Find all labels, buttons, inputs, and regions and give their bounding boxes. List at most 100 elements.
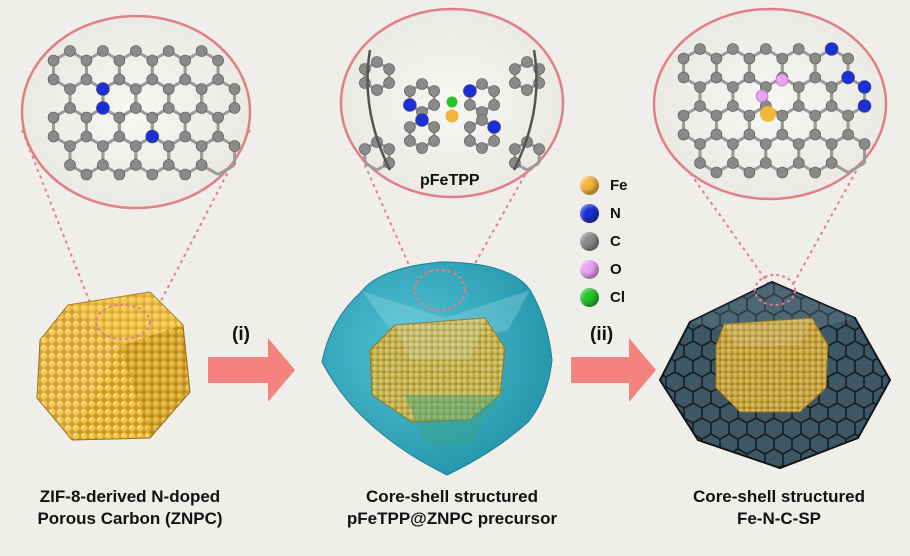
carbon-atom	[776, 128, 789, 141]
carbon-atom	[464, 135, 476, 147]
bond	[217, 163, 236, 176]
carbon-atom	[130, 102, 142, 114]
carbon-atom	[509, 143, 521, 155]
carbon-atom	[195, 102, 208, 114]
legend-label-fe: Fe	[610, 176, 628, 194]
carbon-atom	[383, 63, 395, 75]
carbon-atom	[509, 63, 521, 75]
legend-label-cl: Cl	[610, 288, 625, 306]
carbon-atom	[809, 71, 821, 84]
carbon-atom	[130, 159, 142, 171]
fe-atom-icon	[580, 175, 599, 195]
carbon-atom	[488, 99, 500, 111]
carbon-atom	[677, 109, 690, 122]
carbon-atom	[677, 128, 690, 141]
carbon-atom	[383, 77, 395, 89]
caption-znpc-line1: ZIF-8-derived N-doped	[39, 487, 221, 506]
legend-item-o: O	[580, 255, 628, 283]
carbon-atom	[212, 111, 224, 124]
carbon-atom	[428, 99, 440, 111]
caption-znpc: ZIF-8-derived N-doped Porous Carbon (ZNP…	[30, 486, 230, 530]
carbon-atom	[416, 142, 428, 154]
carbon-atom	[743, 128, 756, 141]
carbon-atom	[521, 84, 533, 96]
carbon-atom	[179, 54, 191, 67]
carbon-atom	[404, 121, 416, 133]
nitrogen-atom	[415, 113, 429, 127]
carbon-atom	[677, 52, 690, 65]
znpc-polyhedron	[36, 291, 191, 441]
legend-item-c: C	[580, 227, 628, 255]
nitrogen-atom	[463, 84, 477, 98]
pfetpp-label: pFeTPP	[420, 172, 480, 189]
carbon-atom	[162, 159, 175, 171]
carbon-atom	[195, 45, 208, 57]
step-i-label: (i)	[232, 324, 250, 345]
carbon-atom	[179, 168, 191, 181]
c-atom-icon	[580, 231, 599, 251]
nitrogen-atom	[96, 82, 110, 96]
carbon-atom	[113, 54, 126, 67]
carbon-atom	[792, 43, 805, 55]
carbon-atom	[809, 109, 821, 122]
carbon-atom	[371, 56, 383, 68]
carbon-atom	[64, 102, 76, 114]
carbon-atom	[743, 71, 756, 84]
carbon-atom	[694, 100, 706, 112]
carbon-atom	[162, 102, 175, 114]
precursor-core-shell-particle	[321, 261, 553, 476]
carbon-atom	[428, 85, 440, 97]
iron-atom	[760, 106, 776, 122]
carbon-atom	[228, 83, 241, 95]
carbon-atom	[776, 166, 789, 179]
carbon-atom	[727, 81, 739, 93]
carbon-atom	[842, 128, 854, 141]
caption-final-line2: Fe-N-C-SP	[736, 509, 822, 528]
nitrogen-atom	[857, 99, 872, 113]
nitrogen-atom	[403, 98, 417, 112]
carbon-atom	[464, 99, 476, 111]
bond	[847, 161, 866, 174]
carbon-atom	[162, 140, 175, 152]
carbon-atom	[404, 85, 416, 97]
carbon-atom	[792, 138, 805, 150]
legend-label-o: O	[610, 260, 622, 278]
carbon-atom	[146, 168, 159, 181]
carbon-atom	[179, 111, 191, 124]
carbon-atom	[509, 77, 521, 89]
nitrogen-atom	[96, 101, 110, 115]
nitrogen-atom	[857, 80, 872, 94]
step-ii-label: (ii)	[590, 324, 614, 345]
carbon-atom	[47, 73, 60, 86]
carbon-atom	[710, 71, 723, 84]
carbon-atom	[80, 168, 93, 181]
carbon-atom	[710, 128, 723, 141]
oxygen-atom	[755, 89, 769, 103]
carbon-atom	[825, 157, 838, 169]
carbon-atom	[464, 121, 476, 133]
nitrogen-atom	[824, 42, 839, 56]
legend-item-n: N	[580, 199, 628, 227]
carbon-atom	[113, 168, 126, 181]
carbon-atom	[146, 54, 159, 67]
carbon-atom	[130, 83, 142, 95]
carbon-atom	[694, 81, 706, 93]
carbon-atom	[710, 52, 723, 65]
legend-item-cl: Cl	[580, 283, 628, 311]
carbon-atom	[162, 45, 175, 57]
oxygen-atom	[775, 73, 789, 87]
caption-precursor: Core-shell structured pFeTPP@ZNPC precur…	[332, 486, 572, 530]
caption-final-line1: Core-shell structured	[693, 487, 865, 506]
carbon-atom	[80, 54, 93, 67]
n-atom-icon	[580, 203, 599, 223]
carbon-atom	[146, 111, 159, 124]
cl-atom-icon	[580, 287, 599, 307]
carbon-atom	[694, 157, 706, 169]
polymer-chain-arc	[366, 49, 392, 171]
iron-atom	[445, 109, 459, 123]
nitrogen-doped-graphene-molecule	[47, 45, 241, 181]
carbon-atom	[195, 83, 208, 95]
nitrogen-atom	[145, 129, 160, 144]
carbon-atom	[533, 143, 545, 155]
